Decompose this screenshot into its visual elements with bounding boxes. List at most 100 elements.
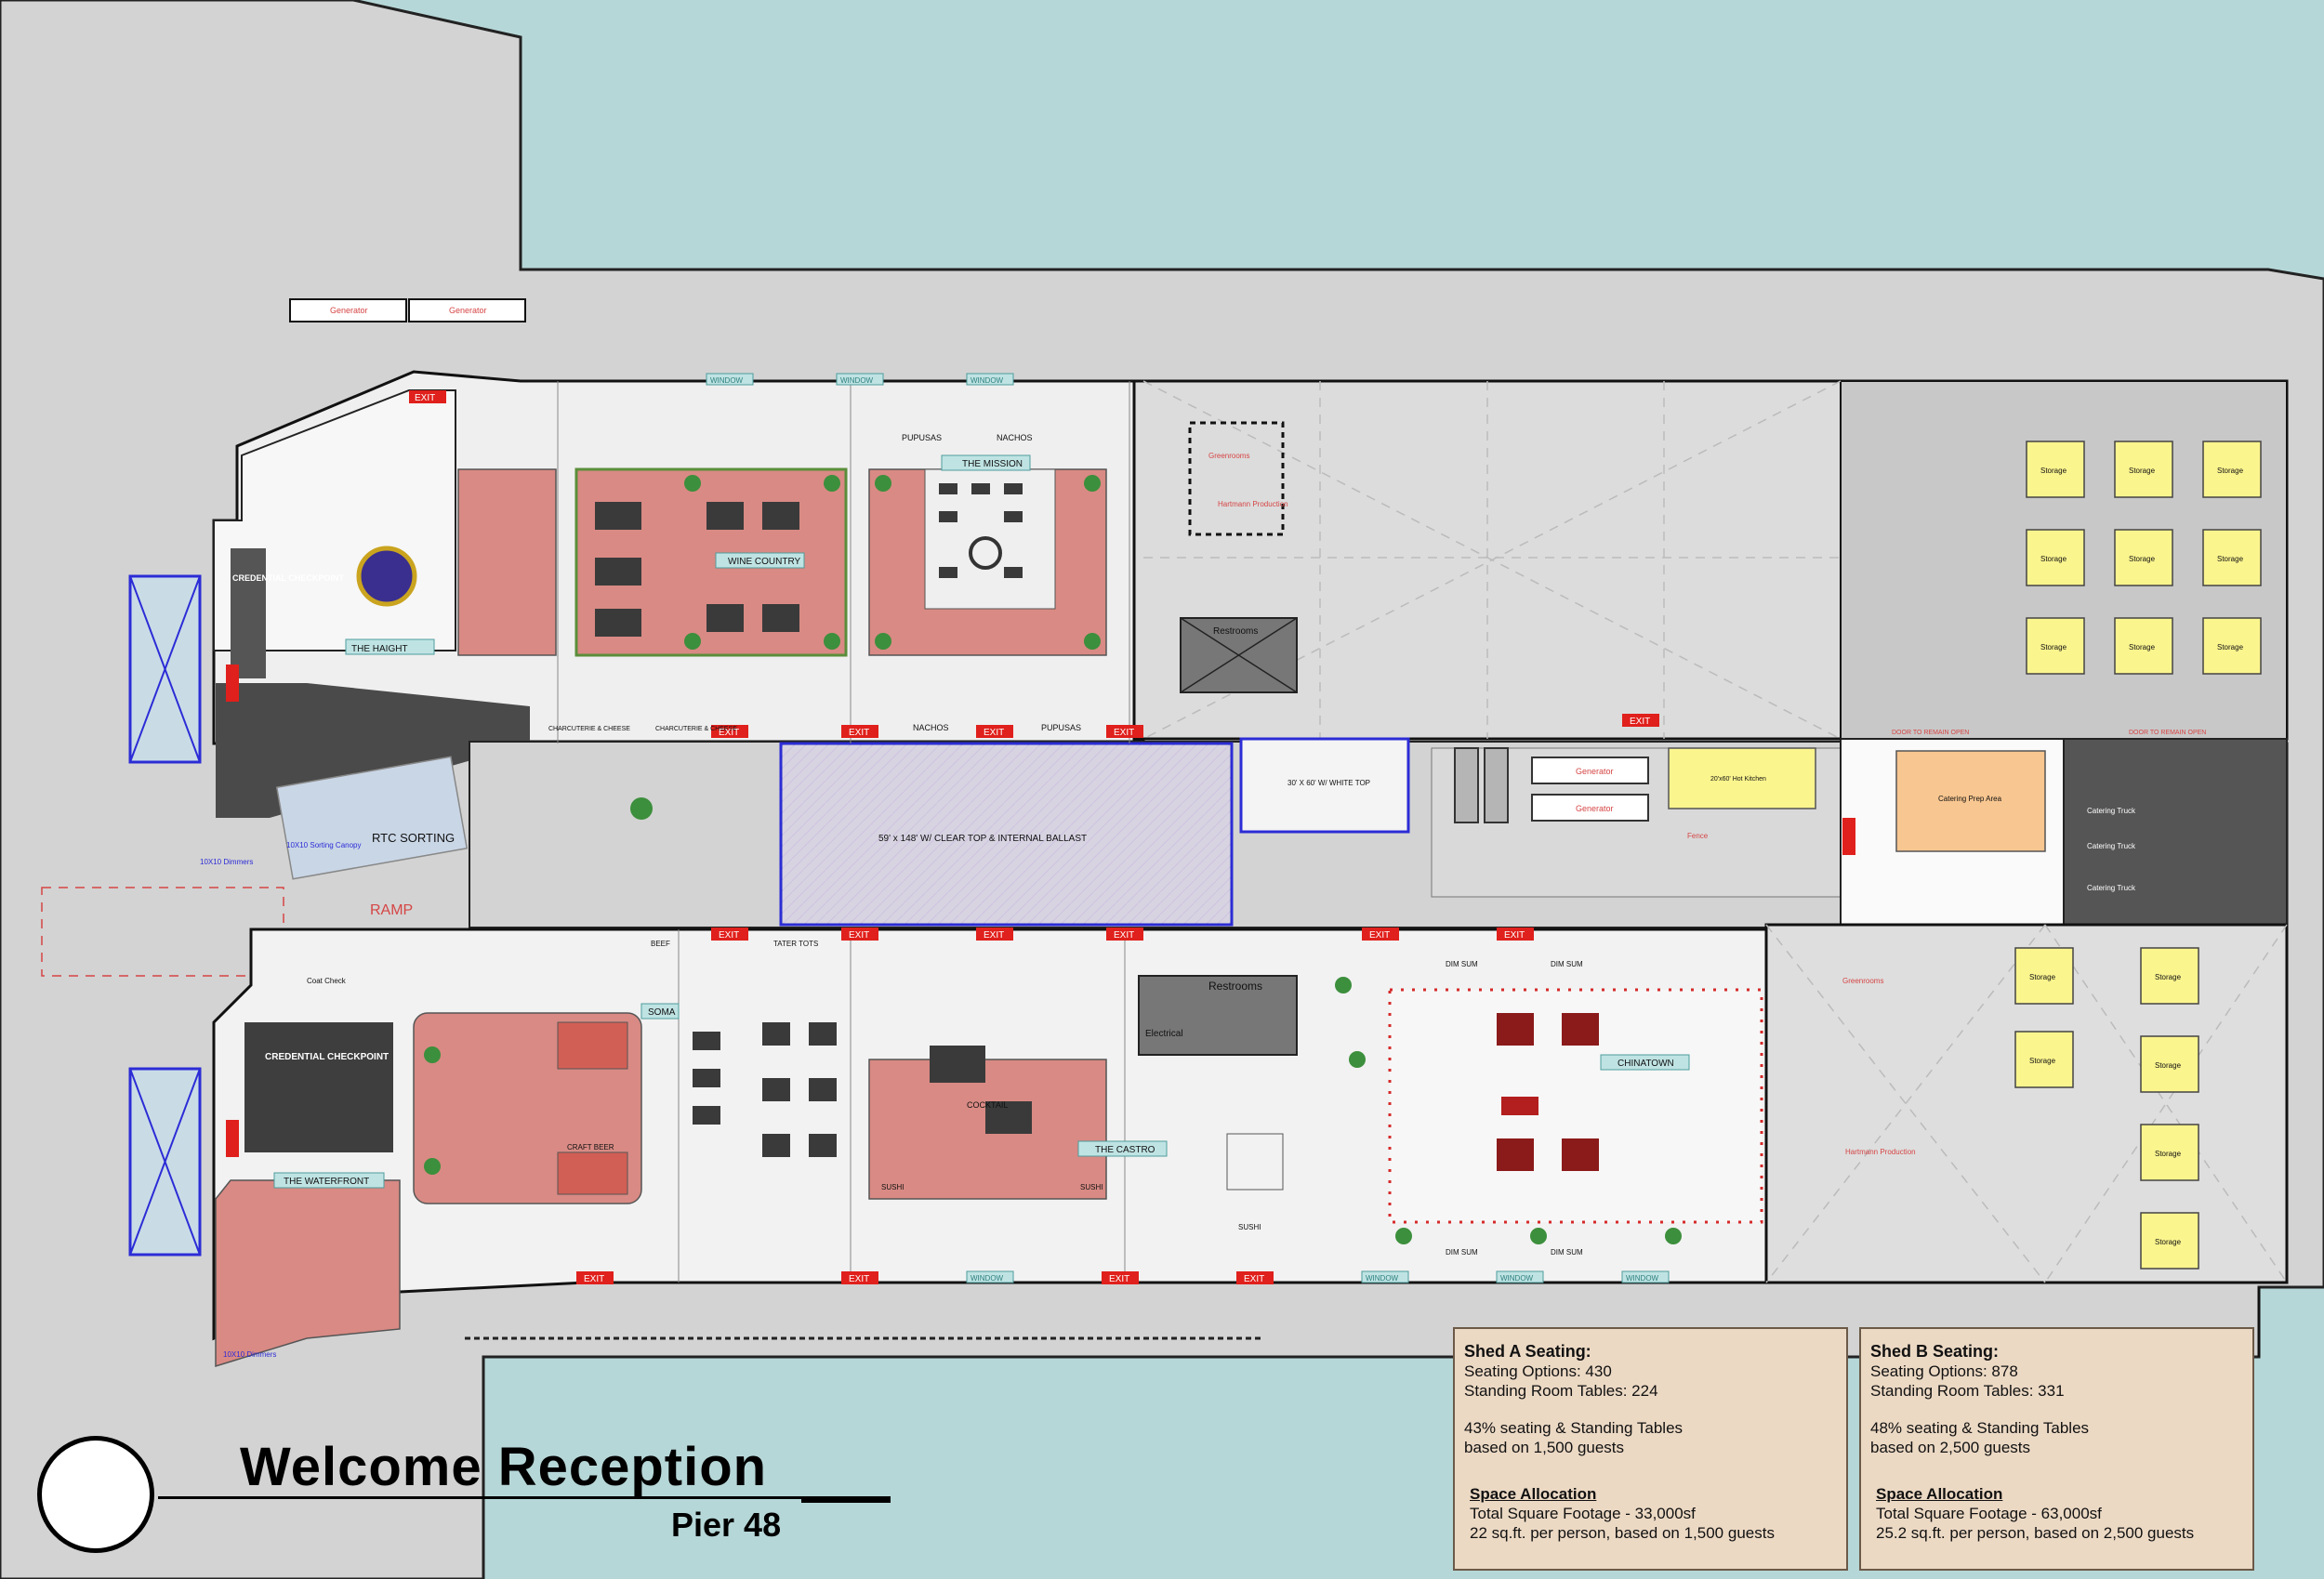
label-sushi-2: SUSHI [1080, 1183, 1103, 1191]
svg-text:Storage: Storage [2217, 555, 2244, 563]
rtc-sorting [275, 756, 469, 880]
restrooms-south [1138, 975, 1298, 1056]
shed-b-standing-tables: Standing Room Tables: 331 [1870, 1382, 2065, 1400]
shed-a-per-person: 22 sq.ft. per person, based on 1,500 gue… [1470, 1524, 1775, 1542]
label-wine-country: WINE COUNTRY [728, 557, 800, 567]
svg-text:Storage: Storage [2217, 467, 2244, 475]
label-exit-2: EXIT [719, 728, 739, 738]
label-sushi-1: SUSHI [881, 1183, 904, 1191]
white-top-tent [1239, 737, 1410, 834]
generator-b [1531, 794, 1649, 822]
label-fence: Fence [1687, 832, 1709, 840]
label-chinatown: CHINATOWN [1618, 1059, 1674, 1069]
label-catering-truck-1: Catering Truck [2087, 807, 2136, 815]
castro-grid [1226, 1133, 1284, 1191]
svg-text:Storage: Storage [2129, 643, 2156, 651]
hot-kitchen [1668, 747, 1816, 809]
page-title: Welcome Reception [240, 1437, 768, 1497]
label-castro: THE CASTRO [1095, 1145, 1155, 1155]
shed-a-standing-tables: Standing Room Tables: 224 [1464, 1382, 1658, 1400]
shed-a-alloc-heading: Space Allocation [1470, 1485, 1597, 1503]
label-dim-sum-1: DIM SUM [1446, 960, 1478, 968]
label-dim-sum-4: DIM SUM [1551, 1248, 1583, 1257]
svg-text:Storage: Storage [2129, 555, 2156, 563]
label-exit-1: EXIT [415, 393, 435, 403]
credential-bridge-north [128, 574, 202, 764]
sheet-vertical-note [2305, 37, 2324, 297]
catering-truck-1 [1454, 747, 1479, 823]
label-rtc-sorting: RTC SORTING [372, 831, 455, 845]
label-cocktails: COCKTAIL [967, 1100, 1008, 1110]
svg-text:Storage: Storage [2217, 643, 2244, 651]
label-credential-south: CREDENTIAL CHECKPOINT [265, 1052, 389, 1062]
label-exit-3: EXIT [849, 728, 869, 738]
label-generator-top-2: Generator [449, 306, 487, 315]
label-window-5: WINDOW [1366, 1274, 1399, 1283]
south-shed-b-guides [1765, 924, 2288, 1283]
label-exit-5: EXIT [1114, 728, 1134, 738]
label-greenroom: Greenrooms [1208, 452, 1249, 460]
label-sushi-3: SUSHI [1238, 1223, 1261, 1231]
label-window-4: WINDOW [971, 1274, 1004, 1283]
label-electrical: Electrical [1145, 1029, 1183, 1039]
label-generator-b: Generator [1576, 804, 1614, 813]
plants [424, 475, 1682, 1244]
label-generator-top-1: Generator [330, 306, 368, 315]
shed-a-heading: Shed A Seating: [1464, 1342, 1591, 1361]
label-exit-11: EXIT [1369, 930, 1390, 941]
shed-b-per-person: 25.2 sq.ft. per person, based on 2,500 g… [1876, 1524, 2195, 1542]
label-pupusas-top: PUPUSAS [902, 433, 942, 442]
svg-text:Storage: Storage [2129, 467, 2156, 475]
label-ramp: RAMP [370, 902, 413, 918]
credential-bridge-south [128, 1067, 202, 1257]
label-catering-truck-3: Catering Truck [2087, 884, 2136, 892]
credential-dark-north [231, 548, 266, 678]
label-beef: BEEF [651, 940, 670, 948]
label-exit-4: EXIT [984, 728, 1004, 738]
label-dimmers-south: 10X10 Dimmers [223, 1350, 276, 1359]
shed-b-seating-options: Seating Options: 878 [1870, 1362, 2018, 1380]
label-greenroom-south: Greenrooms [1842, 977, 1883, 985]
label-exit-7: EXIT [719, 930, 739, 941]
lounge-haight-pink [457, 468, 557, 656]
shed-a-total-sqft: Total Square Footage - 33,000sf [1470, 1505, 1696, 1522]
south-furniture [693, 1013, 1599, 1171]
svg-text:Storage: Storage [2029, 1057, 2056, 1065]
label-pupusas-mid: PUPUSAS [1041, 723, 1081, 732]
storage-north [2026, 441, 2262, 675]
label-nachos-mid: NACHOS [913, 723, 949, 732]
label-window-2: WINDOW [840, 376, 874, 385]
label-exit-15: EXIT [1109, 1274, 1129, 1284]
title-underline [158, 1496, 891, 1499]
label-haight: THE HAIGHT [351, 644, 408, 654]
aisle-lines [557, 381, 1130, 1283]
shed-a-seating-options: Seating Options: 430 [1464, 1362, 1612, 1380]
generator-top-1 [289, 298, 407, 322]
label-nachos-top: NACHOS [997, 433, 1033, 442]
credential-dark-south [244, 1022, 393, 1152]
label-dim-sum-3: DIM SUM [1446, 1248, 1478, 1257]
label-white-top: 30' X 60' W/ WHITE TOP [1287, 779, 1370, 787]
shed-a-panel: Shed A Seating: Seating Options: 430 Sta… [1453, 1327, 1848, 1571]
title-circle [37, 1436, 154, 1553]
greenroom-north [1188, 421, 1285, 536]
generator-top-2 [408, 298, 526, 322]
label-window-7: WINDOW [1626, 1274, 1659, 1283]
page-subtitle: Pier 48 [671, 1506, 782, 1544]
generator-a [1531, 757, 1649, 784]
label-restrooms-south: Restrooms [1208, 980, 1262, 993]
svg-text:Storage: Storage [2155, 1238, 2182, 1246]
label-craft-beer: CRAFT BEER [567, 1143, 614, 1151]
catering-truck-2 [1484, 747, 1509, 823]
shed-b-total-sqft: Total Square Footage - 63,000sf [1876, 1505, 2102, 1522]
shed-b-pct: 48% seating & Standing Tables [1870, 1419, 2090, 1437]
label-exit-13: EXIT [584, 1274, 604, 1284]
label-credential-north: CREDENTIAL CHECKPOINT [232, 573, 344, 583]
title-underline-tail [801, 1499, 891, 1503]
label-window-1: WINDOW [710, 376, 744, 385]
label-exit-14: EXIT [849, 1274, 869, 1284]
svg-text:Storage: Storage [2155, 1150, 2182, 1158]
label-window-6: WINDOW [1500, 1274, 1534, 1283]
